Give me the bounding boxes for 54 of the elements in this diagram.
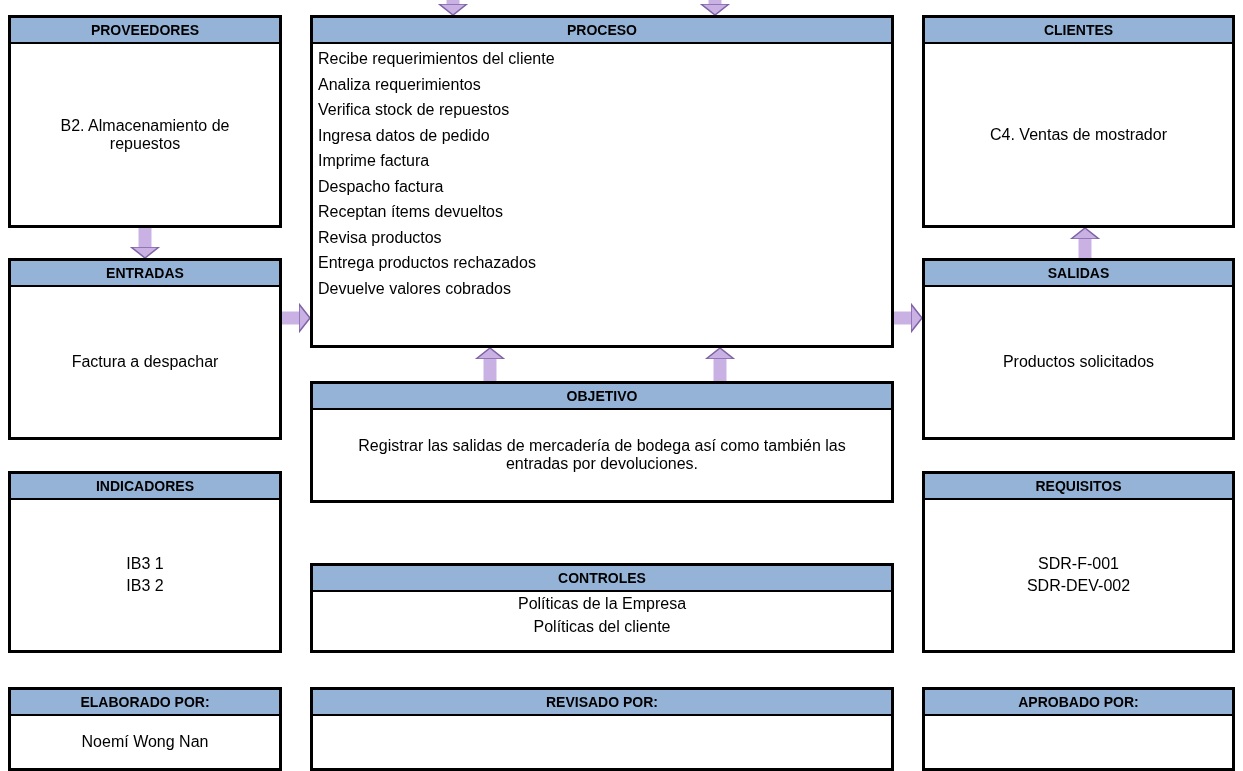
process-step: Receptan ítems devueltos [318,199,503,225]
box-text: C4. Ventas de mostrador [990,125,1167,144]
box-heading: OBJETIVO [313,384,891,410]
block-arrow [130,228,160,259]
box-text: SDR-DEV-002 [1026,577,1131,595]
box-heading: REVISADO POR: [313,690,891,716]
block-arrow [282,303,311,333]
process-step: Imprime factura [318,148,430,174]
box-heading: ELABORADO POR: [11,690,279,716]
process-step: Recibe requerimientos del cliente [318,46,555,72]
box-heading: PROCESO [313,18,891,44]
block-arrow [705,347,735,381]
process-step: Entrega productos rechazados [318,250,536,276]
box-heading: INDICADORES [11,474,279,500]
box-text: SDR-F-001 [1038,555,1119,573]
process-box [922,258,1235,440]
block-arrow [894,303,923,333]
process-step: Revisa productos [318,224,442,250]
process-box [922,471,1235,653]
box-heading: CONTROLES [313,566,891,592]
box-heading: ENTRADAS [11,261,279,287]
process-step: Devuelve valores cobrados [318,275,511,301]
box-text: IB3 1 [126,555,164,573]
box-heading: APROBADO POR: [925,690,1232,716]
box-heading: CLIENTES [925,18,1232,44]
box-heading: SALIDAS [925,261,1232,287]
process-box [8,258,282,440]
process-step: Despacho factura [318,173,444,199]
process-box [8,471,282,653]
process-box [8,687,282,771]
box-text: IB3 2 [126,577,164,595]
box-text: Registrar las salidas de mercadería de bodega así como también las entradas por devoluciones. [357,437,847,473]
box-text: Políticas del cliente [533,617,671,637]
box-text: Políticas de la Empresa [517,594,687,614]
box-heading: PROVEEDORES [11,18,279,44]
process-box [310,687,894,771]
block-arrow [475,347,505,381]
process-step: Analiza requerimientos [318,71,481,97]
process-box [310,381,894,503]
block-arrow [700,0,730,16]
process-box [922,15,1235,228]
process-box [310,563,894,653]
box-text: Factura a despachar [71,353,219,371]
process-box [310,15,894,348]
block-arrow [438,0,468,16]
process-box [8,15,282,228]
box-text: Noemí Wong Nan [81,733,209,751]
process-step: Verifica stock de repuestos [318,97,510,123]
process-step: Ingresa datos de pedido [318,122,490,148]
box-text: B2. Almacenamiento de repuestos [59,116,231,153]
box-text: Productos solicitados [1002,353,1155,371]
block-arrow [1070,227,1100,258]
process-box [922,687,1235,771]
box-heading: REQUISITOS [925,474,1232,500]
